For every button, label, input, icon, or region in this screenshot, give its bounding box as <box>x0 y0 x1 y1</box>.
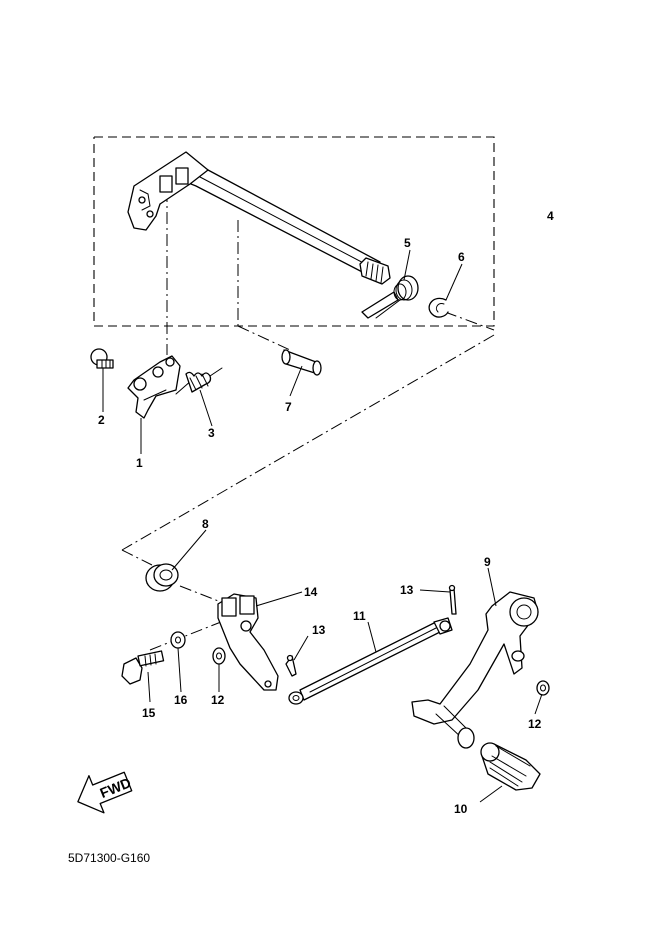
label-part-1: 1 <box>136 456 143 470</box>
washer-12-right <box>536 680 550 696</box>
shift-pedal-9 <box>411 591 539 749</box>
label-part-2: 2 <box>98 413 105 427</box>
assembly-box-outline <box>93 136 495 327</box>
dowel-pin-7 <box>281 349 322 376</box>
label-part-16: 16 <box>174 693 188 707</box>
label-part-9: 9 <box>484 555 491 569</box>
label-part-6: 6 <box>458 250 465 264</box>
label-part-10: 10 <box>454 802 468 816</box>
bolt-2 <box>90 348 114 369</box>
label-part-13-right: 13 <box>400 583 414 597</box>
label-part-13-left: 13 <box>312 623 326 637</box>
circlip-6 <box>428 297 449 318</box>
shift-rod-11 <box>288 617 453 705</box>
shift-arm-14 <box>217 593 279 691</box>
cotter-pin-13-left <box>285 654 297 677</box>
label-part-14: 14 <box>304 585 318 599</box>
label-part-11: 11 <box>353 609 366 623</box>
label-part-4: 4 <box>547 209 554 223</box>
label-part-5: 5 <box>404 236 411 250</box>
cotter-pin-13-right <box>448 584 457 615</box>
label-part-7: 7 <box>285 400 292 414</box>
alignment-lines <box>121 190 495 651</box>
torsion-spring-5 <box>361 275 419 319</box>
washer-12-left <box>212 647 226 665</box>
label-part-12-right: 12 <box>528 717 542 731</box>
leader-lines <box>102 249 543 803</box>
label-part-3: 3 <box>208 426 215 440</box>
rubber-pedal-10 <box>480 742 541 791</box>
shift-shaft <box>127 151 391 285</box>
label-part-15: 15 <box>142 706 156 720</box>
drawing-code: 5D71300-G160 <box>68 851 150 865</box>
forward-direction-arrow: FWD <box>77 771 133 814</box>
spring-3 <box>175 367 223 395</box>
label-part-8: 8 <box>202 517 209 531</box>
bolt-15 <box>121 650 165 685</box>
washer-16 <box>170 631 186 649</box>
label-part-12-left: 12 <box>211 693 225 707</box>
stopper-lever-1 <box>127 355 181 419</box>
